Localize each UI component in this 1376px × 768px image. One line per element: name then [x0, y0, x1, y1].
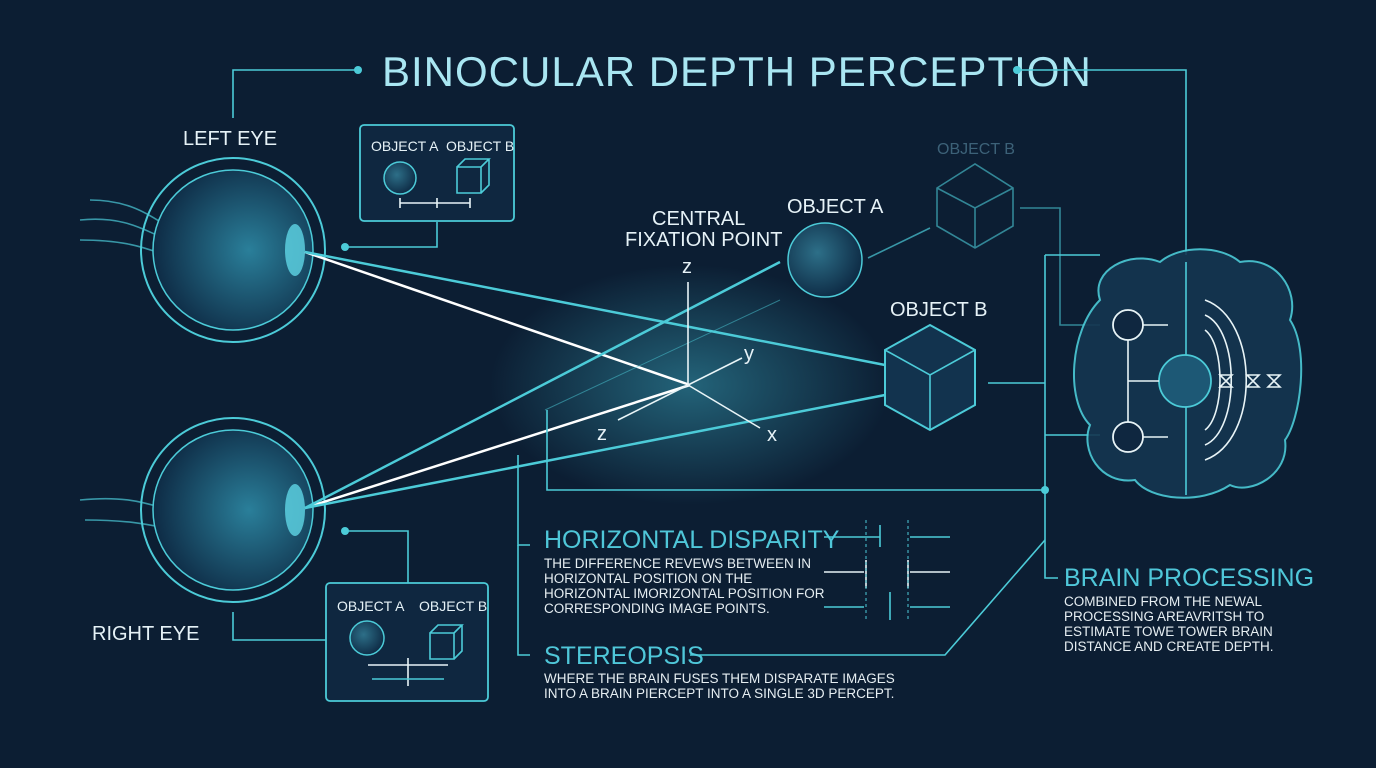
axis-z-label: z	[597, 423, 607, 445]
stereopsis-heading: STEREOPSIS	[544, 642, 704, 670]
object-b-far-label: OBJECT B	[937, 141, 1015, 158]
disparity-arrows-illustration	[824, 520, 950, 620]
object-b-label: OBJECT B	[890, 299, 987, 321]
stereopsis-section: STEREOPSIS WHERE THE BRAIN FUSES THEM DI…	[544, 642, 895, 701]
object-a-label: OBJECT A	[787, 196, 884, 218]
inset-object-b-label: OBJECT B	[446, 138, 514, 154]
brain-text-line: PROCESSING AREAVRITSH TO	[1064, 609, 1264, 624]
brain-processing-heading: BRAIN PROCESSING	[1064, 564, 1314, 592]
object-b: OBJECT B	[884, 299, 1045, 432]
connector-lines	[517, 254, 1100, 656]
title-group: BINOCULAR DEPTH PERCEPTION	[232, 48, 1187, 255]
brain-text-line: COMBINED FROM THE NEWAL	[1064, 594, 1263, 609]
axis-z-up-label: z	[682, 256, 692, 278]
left-eye-inset: OBJECT A OBJECT B	[341, 124, 515, 251]
brain-text-line: ESTIMATE TOWE TOWER BRAIN	[1064, 624, 1273, 639]
fixation-label: CENTRAL	[652, 208, 745, 230]
axis-y-label: y	[744, 343, 754, 365]
page-title: BINOCULAR DEPTH PERCEPTION	[382, 48, 1092, 95]
inset-object-a-label: OBJECT A	[371, 138, 439, 154]
disparity-heading: HORIZONTAL DISPARITY	[544, 526, 840, 554]
brain-text-line: DISTANCE AND CREATE DEPTH.	[1064, 639, 1274, 654]
stereopsis-text-line: WHERE THE BRAIN FUSES THEM DISPARATE IMA…	[544, 671, 895, 686]
disparity-text-line: CORRESPONDING IMAGE POINTS.	[544, 601, 770, 616]
inset-object-b-label: OBJECT B	[419, 598, 487, 614]
stereopsis-text-line: INTO A BRAIN PIERCEPT INTO A SINGLE 3D P…	[544, 686, 894, 701]
disparity-text-line: THE DIFFERENCE REVEWS BETWEEN IN	[544, 556, 811, 571]
right-eye: RIGHT EYE	[79, 417, 326, 645]
brain-processing-section: BRAIN PROCESSING COMBINED FROM THE NEWAL…	[1064, 564, 1314, 654]
object-b-far: OBJECT B	[936, 141, 1100, 326]
disparity-text-line: HORIZONTAL POSITION ON THE	[544, 571, 752, 586]
right-eye-label: RIGHT EYE	[92, 623, 199, 645]
inset-object-a-label: OBJECT A	[337, 598, 405, 614]
axis-x-label: x	[767, 424, 777, 446]
left-eye: LEFT EYE	[79, 128, 326, 343]
left-eye-label: LEFT EYE	[183, 128, 277, 150]
disparity-text-line: HORIZONTAL IMORIZONTAL POSITION FOR	[544, 586, 825, 601]
sight-lines	[304, 250, 886, 510]
object-a: OBJECT A	[787, 196, 931, 298]
brain-diagram	[1073, 248, 1303, 499]
right-eye-inset: OBJECT A OBJECT B	[325, 527, 489, 702]
horizontal-disparity-section: HORIZONTAL DISPARITY THE DIFFERENCE REVE…	[544, 520, 950, 620]
fixation-label-2: FIXATION POINT	[625, 229, 782, 251]
coordinate-axes: CENTRAL FIXATION POINT z y z x	[597, 208, 782, 446]
